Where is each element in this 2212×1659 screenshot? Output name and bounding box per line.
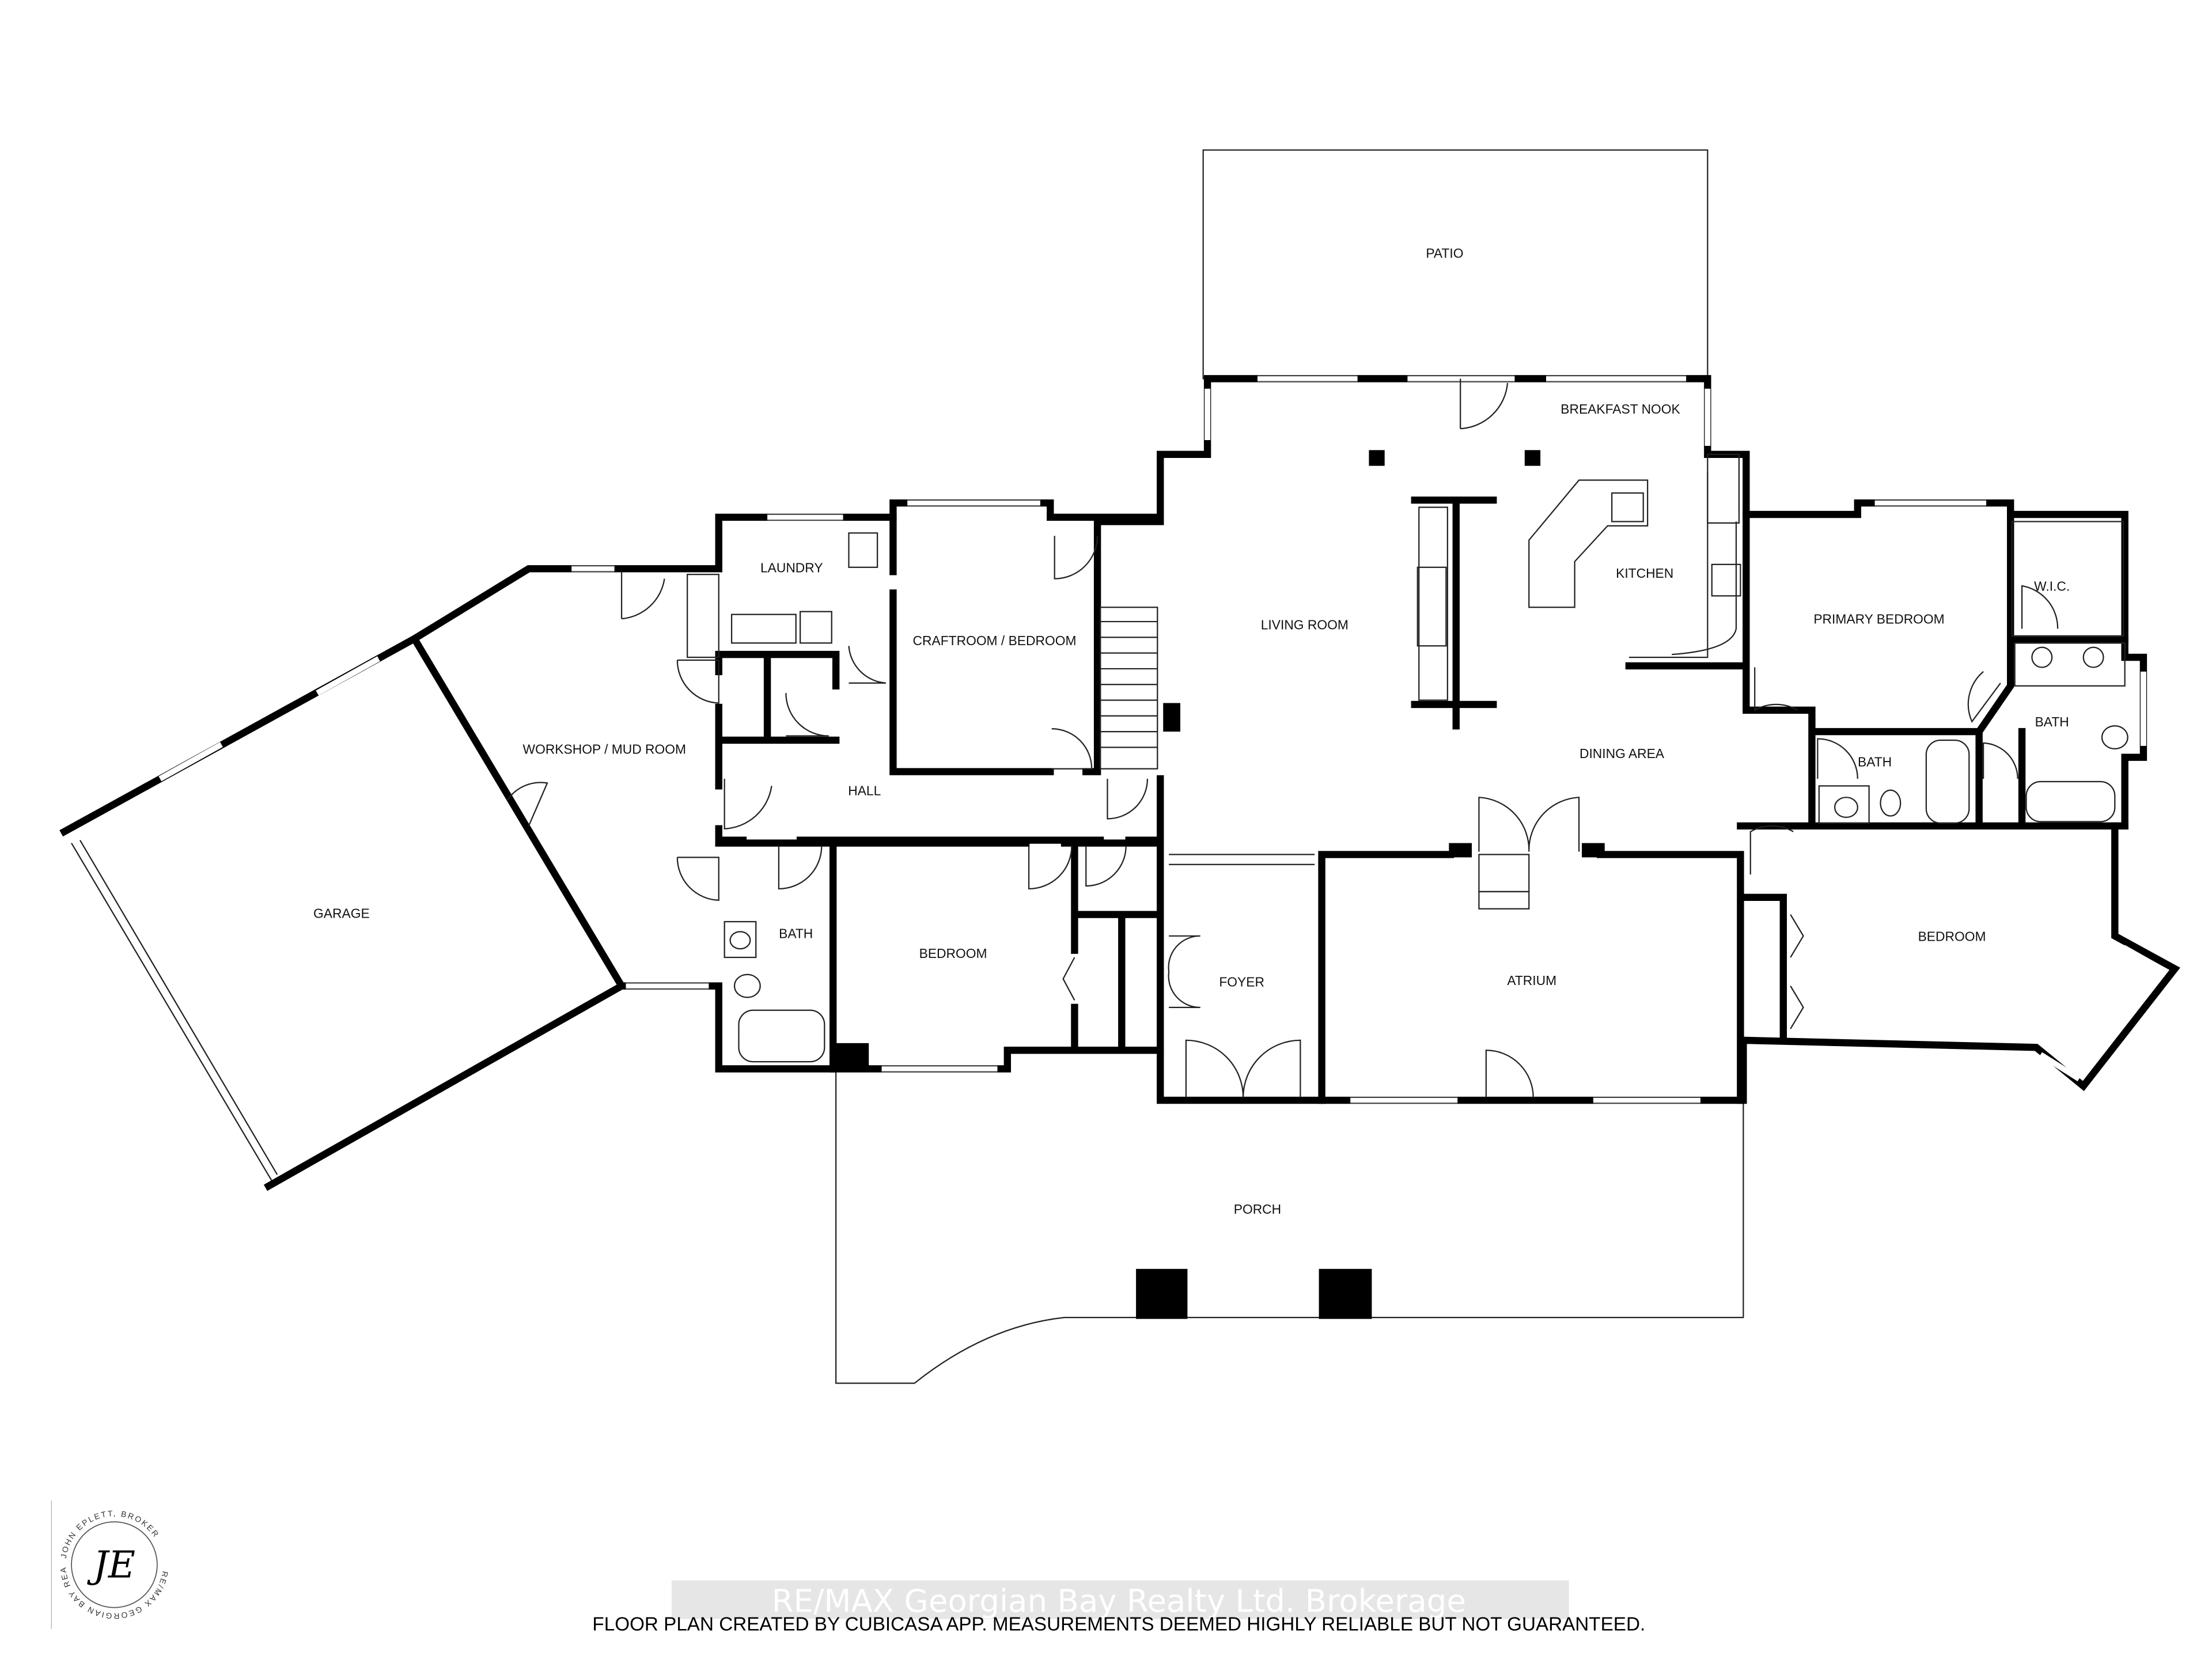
svg-text:RE/MAX GEORGIAN BAY REALTY LTD: RE/MAX GEORGIAN BAY REALTY LTD. bbox=[0, 0, 170, 1621]
room-label-bedroom: BEDROOM bbox=[919, 946, 987, 961]
garage-door-line bbox=[79, 840, 278, 1175]
watermark: RE/MAX Georgian Bay Realty Ltd. Brokerag… bbox=[772, 1582, 1466, 1619]
column bbox=[1369, 450, 1385, 466]
staircase bbox=[1099, 607, 1158, 770]
column bbox=[1163, 703, 1180, 732]
room-label-hall: HALL bbox=[848, 783, 881, 798]
porch-pillar bbox=[1319, 1268, 1372, 1319]
column bbox=[833, 1043, 869, 1072]
window bbox=[158, 742, 223, 782]
watermark-band bbox=[671, 1580, 1569, 1619]
room-label-workshop: WORKSHOP / MUD ROOM bbox=[523, 741, 686, 756]
room-label-ensuite-bath: BATH bbox=[2035, 714, 2069, 729]
room-label-wic: W.I.C. bbox=[2034, 579, 2070, 594]
window-lines bbox=[571, 375, 1987, 1104]
room-label-breakfast-nook: BREAKFAST NOOK bbox=[1560, 402, 1680, 416]
porch-outline bbox=[835, 1069, 1744, 1384]
room-label-dining-area: DINING AREA bbox=[1580, 746, 1665, 761]
column bbox=[1449, 843, 1472, 858]
room-label-patio: PATIO bbox=[1426, 246, 1463, 261]
fixtures bbox=[687, 453, 2128, 1063]
room-label-primary-bedroom: PRIMARY BEDROOM bbox=[1813, 612, 1944, 627]
windows bbox=[571, 376, 2168, 1104]
fireplace bbox=[1416, 566, 1447, 647]
room-label-foyer: FOYER bbox=[1219, 975, 1264, 990]
room-label-garage: GARAGE bbox=[313, 906, 370, 921]
porch-pillar bbox=[1136, 1268, 1188, 1319]
room-label-craftroom: CRAFTROOM / BEDROOM bbox=[913, 633, 1077, 648]
room-label-porch: PORCH bbox=[1234, 1202, 1281, 1217]
logo-monogram: JE bbox=[87, 1544, 135, 1587]
footer-disclaimer: FLOOR PLAN CREATED BY CUBICASA APP. MEAS… bbox=[592, 1613, 1645, 1635]
fireplace-shelf bbox=[1418, 506, 1448, 701]
garage-walls bbox=[59, 634, 627, 1191]
room-label-bath-2: BATH bbox=[1858, 755, 1892, 770]
interior-walls bbox=[715, 510, 2128, 1104]
column bbox=[1582, 843, 1605, 858]
room-label-kitchen: KITCHEN bbox=[1616, 566, 1673, 581]
doors bbox=[506, 378, 2059, 1098]
window bbox=[316, 656, 380, 696]
room-label-bedroom-east: BEDROOM bbox=[1918, 929, 1986, 944]
room-label-atrium: ATRIUM bbox=[1507, 973, 1556, 988]
broker-logo: JOHN EPLETT, BROKER RE/MAX GEORGIAN BAY … bbox=[0, 0, 170, 1629]
room-label-bath: BATH bbox=[779, 926, 813, 941]
garage-door bbox=[71, 842, 272, 1181]
patio-outline bbox=[1202, 149, 1709, 380]
logo-bottom-text: RE/MAX GEORGIAN BAY REALTY LTD. bbox=[0, 0, 169, 1621]
column bbox=[1524, 450, 1541, 466]
fireplace-wall bbox=[1411, 497, 1497, 730]
stove bbox=[1711, 563, 1741, 597]
room-label-laundry: LAUNDRY bbox=[760, 560, 823, 575]
room-label-living-room: LIVING ROOM bbox=[1261, 618, 1349, 632]
kitchen-counter bbox=[1628, 471, 1737, 658]
kitchen-seat bbox=[1611, 492, 1644, 522]
kitchen-island bbox=[1528, 479, 1649, 608]
exterior-walls bbox=[409, 375, 2180, 1104]
